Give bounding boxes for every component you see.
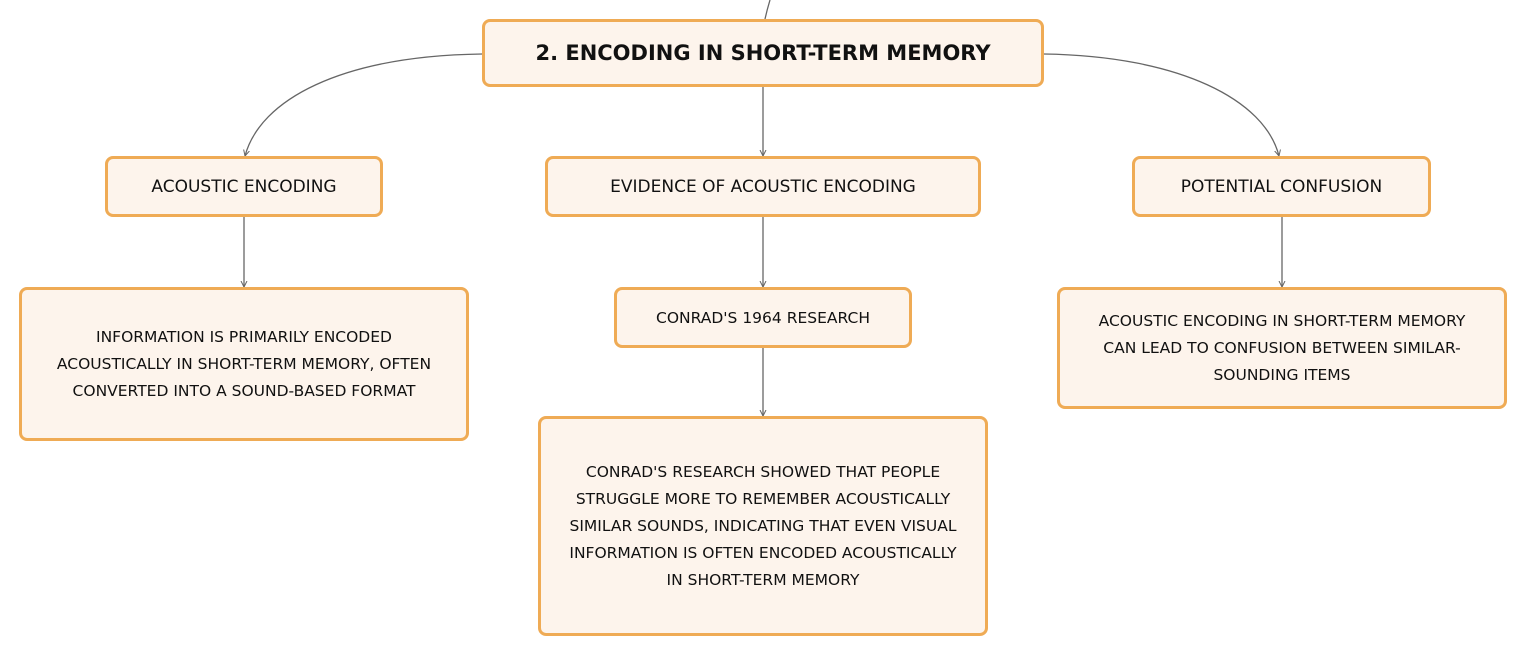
node-potential-confusion-description[interactable]: ACOUSTIC ENCODING IN SHORT-TERM MEMORY C… bbox=[1057, 287, 1507, 409]
description-line: INFORMATION IS OFTEN ENCODED ACOUSTICALL… bbox=[569, 543, 957, 562]
node-conrad-1964-research[interactable]: CONRAD'S 1964 RESEARCH bbox=[614, 287, 912, 348]
description-line: IN SHORT-TERM MEMORY bbox=[666, 570, 860, 589]
node-conrad-label: CONRAD'S 1964 RESEARCH bbox=[656, 308, 870, 327]
description-text: CONRAD'S RESEARCH SHOWED THAT PEOPLE STR… bbox=[569, 459, 956, 594]
node-acoustic-encoding-description[interactable]: INFORMATION IS PRIMARILY ENCODED ACOUSTI… bbox=[19, 287, 469, 441]
description-line: SIMILAR SOUNDS, INDICATING THAT EVEN VIS… bbox=[569, 516, 957, 535]
connector-root-to-acoustic-encoding bbox=[245, 53, 483, 156]
description-text: INFORMATION IS PRIMARILY ENCODED ACOUSTI… bbox=[57, 324, 431, 405]
node-evidence-of-acoustic-encoding[interactable]: EVIDENCE OF ACOUSTIC ENCODING bbox=[545, 156, 981, 217]
description-line: CONVERTED INTO A SOUND-BASED FORMAT bbox=[72, 381, 416, 400]
connector-root-to-potential-confusion bbox=[1043, 53, 1279, 156]
node-potential-confusion-label: POTENTIAL CONFUSION bbox=[1180, 176, 1383, 197]
parent-connector-line bbox=[764, 0, 771, 20]
description-line: ACOUSTIC ENCODING IN SHORT-TERM MEMORY bbox=[1098, 311, 1466, 330]
description-line: ACOUSTICALLY IN SHORT-TERM MEMORY, OFTEN bbox=[56, 354, 432, 373]
node-potential-confusion[interactable]: POTENTIAL CONFUSION bbox=[1132, 156, 1431, 217]
root-node-title: 2. ENCODING IN SHORT-TERM MEMORY bbox=[535, 41, 991, 65]
description-line: INFORMATION IS PRIMARILY ENCODED bbox=[96, 327, 392, 346]
node-conrad-research-description[interactable]: CONRAD'S RESEARCH SHOWED THAT PEOPLE STR… bbox=[538, 416, 988, 636]
node-acoustic-encoding-label: ACOUSTIC ENCODING bbox=[151, 176, 337, 197]
description-text: ACOUSTIC ENCODING IN SHORT-TERM MEMORY C… bbox=[1099, 308, 1466, 389]
root-node[interactable]: 2. ENCODING IN SHORT-TERM MEMORY bbox=[482, 19, 1044, 87]
description-line: CONRAD'S RESEARCH SHOWED THAT PEOPLE bbox=[585, 462, 941, 481]
node-evidence-label: EVIDENCE OF ACOUSTIC ENCODING bbox=[610, 176, 916, 197]
description-line: STRUGGLE MORE TO REMEMBER ACOUSTICALLY bbox=[575, 489, 951, 508]
description-line: CAN LEAD TO CONFUSION BETWEEN SIMILAR- bbox=[1103, 338, 1461, 357]
description-line: SOUNDING ITEMS bbox=[1213, 365, 1351, 384]
node-acoustic-encoding[interactable]: ACOUSTIC ENCODING bbox=[105, 156, 383, 217]
